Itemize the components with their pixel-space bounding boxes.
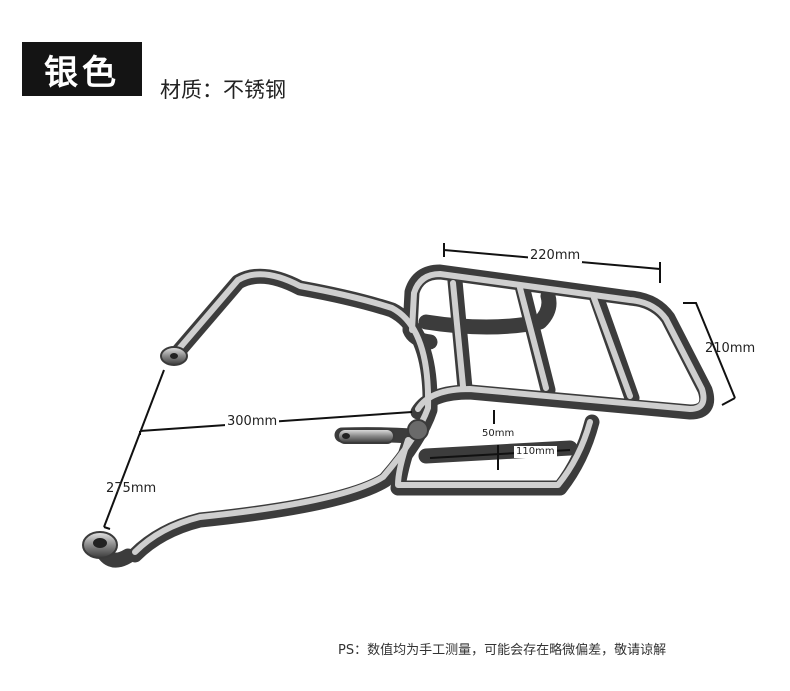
dimension-275-label: 275mm (106, 481, 157, 496)
material-label: 材质：不锈钢 (160, 78, 286, 102)
dimension-50-label: 50mm (480, 428, 517, 440)
rack-tubes (82, 264, 715, 568)
dimension-300-label: 300mm (225, 414, 280, 429)
dimension-210-label: 210mm (705, 341, 756, 356)
dimension-110-label: 110mm (514, 446, 557, 458)
color-badge: 银色 (22, 42, 142, 96)
dimension-220-label: 220mm (528, 248, 583, 263)
measurement-disclaimer: PS：数值均为手工测量，可能会存在略微偏差，敬请谅解 (338, 643, 667, 658)
